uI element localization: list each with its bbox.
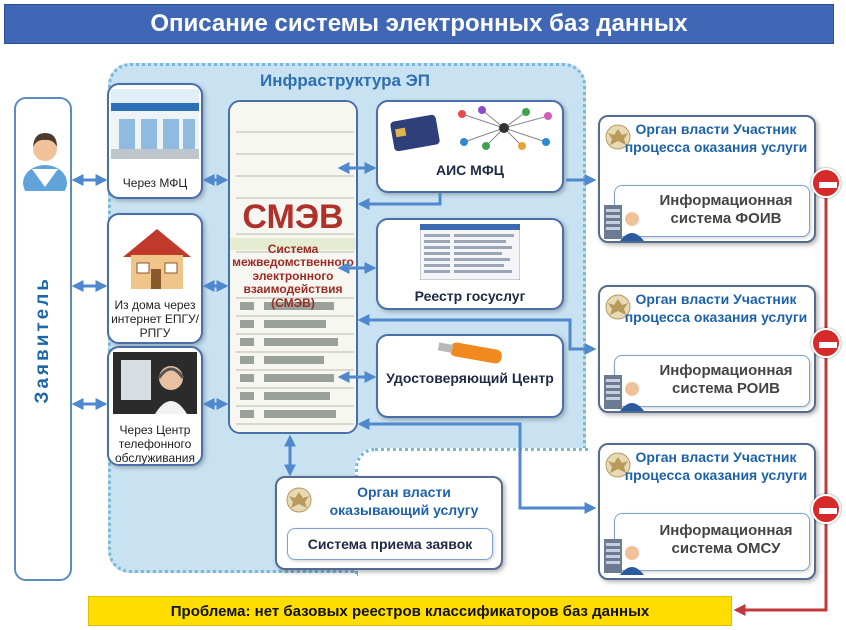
channel-label: Через МФЦ [122,176,188,190]
system-label: Система приема заявок [307,536,473,552]
system-box: Информационная система РОИВ [614,355,810,407]
card-icon [390,114,440,152]
smev-full-name: Система межведомственного электронного в… [232,242,354,310]
mfc-building-icon [111,89,199,159]
house-icon [123,229,191,289]
applicant-box [14,97,72,581]
system-box: Информационная система ОМСУ [614,513,810,571]
smev-panel [228,100,358,434]
page-title: Описание системы электронных баз данных [4,4,834,44]
registry-screenshot-icon [420,224,520,280]
service-registry: Реестр госуслуг [376,218,564,310]
emblem-icon [605,452,631,478]
service-label: АИС МФЦ [435,162,504,178]
channel-call-center: Через Центр телефонного обслуживания [107,346,203,466]
authority-title: Орган власти Участник процесса оказания … [624,121,808,155]
channel-mfc: Через МФЦ [107,83,203,199]
authority-title: Орган власти Участник процесса оказания … [624,449,808,483]
service-ais-mfc: АИС МФЦ [376,100,564,193]
service-label: Реестр госуслуг [414,288,526,304]
no-entry-icon [811,168,841,198]
smev-acronym: СМЭВ [242,198,344,236]
system-label: Информационная система РОИВ [659,362,793,397]
channel-label: Из дома через интернет ЕПГУ/РПГУ [111,298,199,340]
emblem-icon [605,124,631,150]
system-label: Информационная система ФОИВ [659,192,793,227]
authority-foiv: Орган власти Участник процесса оказания … [598,115,816,243]
no-entry-icon [811,494,841,524]
infrastructure-label: Инфраструктура ЭП [260,71,430,90]
emblem-icon [605,294,631,320]
system-label: Информационная система ОМСУ [659,522,793,557]
problem-banner: Проблема: нет базовых реестров классифик… [88,596,732,626]
person-icon [23,133,67,191]
server-user-icon [604,205,644,241]
emblem-icon [286,487,312,513]
network-people-icon [458,106,552,150]
channel-label: Через Центр телефонного обслуживания [114,423,196,465]
call-center-icon [113,352,197,414]
server-user-icon [604,539,644,575]
authority-title: Орган власти Участник процесса оказания … [624,291,808,325]
system-box: Информационная система ФОИВ [614,185,810,237]
smev-document-background [230,102,356,432]
server-user-icon [604,375,644,411]
system-box: Система приема заявок [287,528,493,560]
service-label: Удостоверяющий Центр [386,370,554,386]
channel-internet: Из дома через интернет ЕПГУ/РПГУ [107,213,203,344]
authority-omsu: Орган власти Участник процесса оказания … [598,443,816,580]
authority-roiv: Орган власти Участник процесса оказания … [598,285,816,413]
no-entry-icon [811,328,841,358]
